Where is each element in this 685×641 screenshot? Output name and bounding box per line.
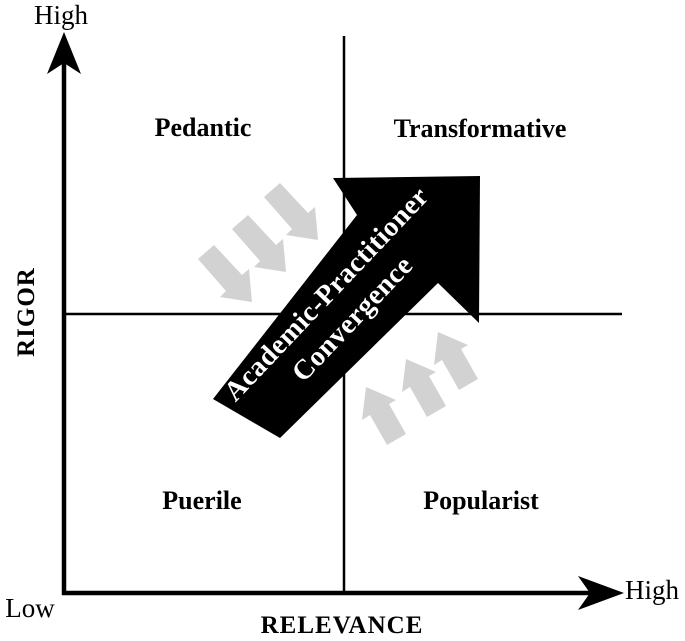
gray-arrow-down-right-icon <box>264 183 318 240</box>
quadrant-label-pedantic: Pedantic <box>154 113 252 142</box>
x-axis-high-label: High <box>625 575 679 605</box>
quadrant-label-popularist: Popularist <box>423 486 539 515</box>
x-axis-arrowhead-icon <box>578 576 624 610</box>
y-axis-title: RIGOR <box>13 267 40 357</box>
origin-low-label: Low <box>5 593 55 623</box>
quadrant-label-puerile: Puerile <box>162 486 242 515</box>
quadrant-label-transformative: Transformative <box>393 114 567 143</box>
gray-arrow-up-left-icon <box>362 387 406 445</box>
x-axis-title: RELEVANCE <box>260 612 424 639</box>
gray-arrow-up-left-icon <box>402 359 446 417</box>
y-axis-arrowhead-icon <box>47 32 81 74</box>
gray-arrow-down-right-icon <box>198 245 252 302</box>
convergence-arrow-icon <box>213 176 480 438</box>
y-axis-high-label: High <box>34 0 88 30</box>
gray-arrow-down-right-icon <box>232 215 286 272</box>
gray-arrow-up-left-icon <box>434 332 478 390</box>
